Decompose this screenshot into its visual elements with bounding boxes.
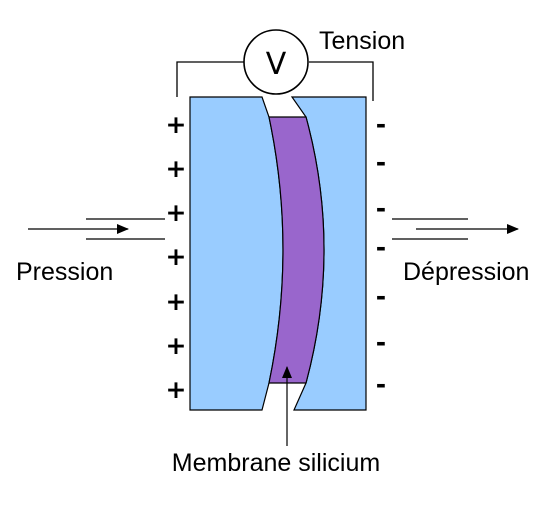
pressure-label: Pression — [16, 258, 113, 286]
wire-left — [176, 61, 244, 97]
pressure-arrows — [28, 218, 165, 240]
voltmeter-label: V — [266, 47, 287, 82]
minus-sign: - — [376, 148, 386, 177]
silicon-membrane — [268, 116, 325, 384]
membrane-label: Membrane silicium — [172, 449, 380, 477]
minus-sign: - — [376, 110, 386, 139]
wire-right — [309, 61, 374, 101]
voltmeter-symbol — [243, 29, 309, 95]
plus-sign: + — [166, 331, 187, 360]
plus-sign: + — [166, 375, 187, 404]
plus-sign: + — [166, 287, 187, 316]
left-charges: + + + + + + + — [166, 110, 187, 404]
left-plate — [189, 96, 284, 411]
minus-sign: - — [376, 370, 386, 399]
plus-sign: + — [166, 242, 187, 271]
minus-sign: - — [376, 328, 386, 357]
plus-sign: + — [166, 154, 187, 183]
depression-arrows — [392, 218, 519, 240]
depression-label: Dépression — [403, 258, 529, 286]
tension-label: Tension — [319, 27, 405, 55]
plus-sign: + — [166, 110, 187, 139]
minus-sign: - — [376, 233, 386, 262]
plus-sign: + — [166, 198, 187, 227]
right-charges: - - - - - - - — [376, 110, 386, 399]
minus-sign: - — [376, 194, 386, 223]
minus-sign: - — [376, 282, 386, 311]
